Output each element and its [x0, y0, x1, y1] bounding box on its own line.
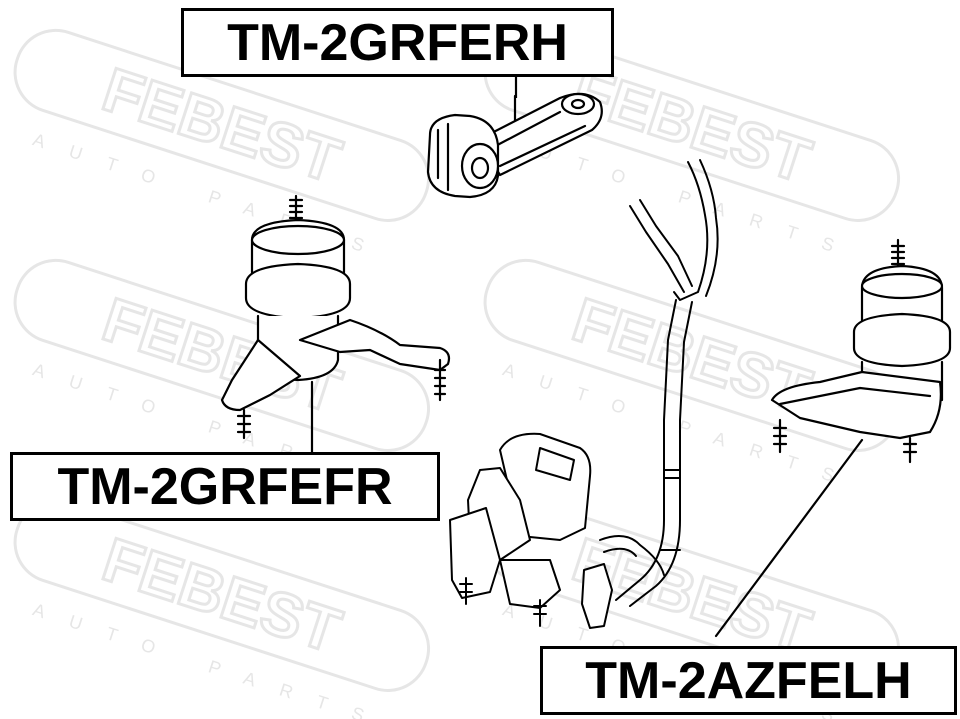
part-label-tm-2grfefr: TM-2GRFEFR [10, 452, 440, 521]
watermark-frame [13, 498, 431, 692]
center-mount-and-hose-drawing [449, 159, 719, 629]
watermark-frame [13, 258, 431, 452]
part-label-tm-2azfelh: TM-2AZFELH [540, 646, 957, 715]
left-mount-drawing [714, 238, 952, 638]
upper-torque-rod-drawing [426, 92, 603, 199]
part-label-tm-2grferh: TM-2GRFERH [181, 8, 614, 77]
front-mount-drawing [220, 194, 451, 454]
watermark-frame [13, 28, 431, 222]
